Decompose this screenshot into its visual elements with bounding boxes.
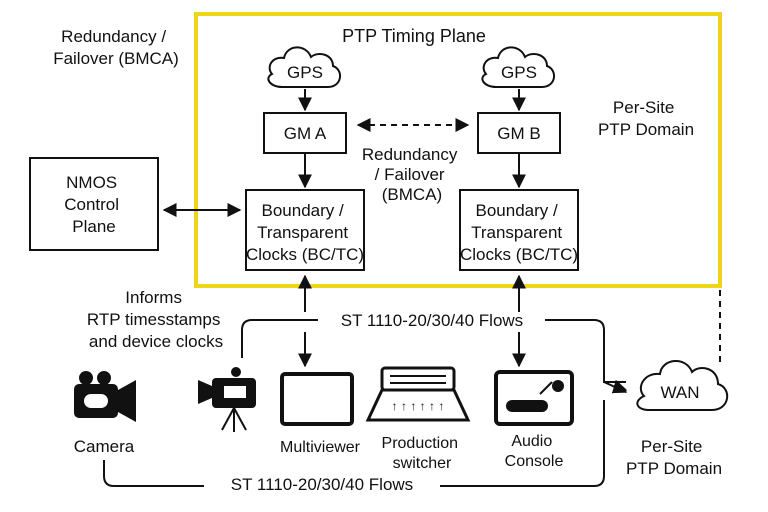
bc-tc-label-b: Boundary / Transparent Clocks (BC/TC) <box>460 201 578 264</box>
bc-tc-box-b <box>459 189 579 271</box>
flows-label-bottom: ST 1110-20/30/40 Flows <box>231 475 413 494</box>
gm-b-label: GM B <box>497 124 540 143</box>
camera-icon <box>74 371 136 422</box>
production-switcher-device: ↑ ↑ ↑ ↑ ↑ ↑ Production switcher <box>365 366 471 472</box>
multiviewer-device: Multiviewer <box>280 372 361 456</box>
audio-console-device: Audio Console <box>494 370 574 470</box>
ptp-timing-plane-border <box>194 12 722 288</box>
gm-b-box <box>477 112 561 154</box>
flow-loop-top <box>241 319 626 383</box>
gm-a-label: GM A <box>284 124 327 143</box>
svg-text:WAN: WAN <box>660 383 699 402</box>
monitor-icon <box>280 372 354 426</box>
bc-tc-box-a <box>245 189 365 271</box>
audio-console-icon <box>494 370 574 426</box>
gps-a-cloud: GPS <box>267 46 341 88</box>
per-site-domain-bottom: Per-Site PTP Domain <box>626 437 722 478</box>
ptp-timing-plane-title: PTP Timing Plane <box>342 26 486 46</box>
camera-device: Camera <box>74 371 136 456</box>
svg-text:GPS: GPS <box>501 63 537 82</box>
flows-label-top: ST 1110-20/30/40 Flows <box>341 311 523 330</box>
informs-note: Informs RTP timesstamps and device clock… <box>87 288 225 351</box>
wan-cloud: WAN <box>636 360 728 411</box>
switcher-icon: ↑ ↑ ↑ ↑ ↑ ↑ <box>365 366 471 422</box>
nmos-control-plane-label: NMOS Control Plane <box>64 173 124 236</box>
audio-console-label: Audio Console <box>505 433 564 470</box>
cloud-icon <box>267 46 341 88</box>
camera-label: Camera <box>74 437 135 456</box>
cloud-icon <box>636 360 728 411</box>
cloud-icon <box>481 46 555 88</box>
video-camera-tripod-icon <box>198 367 256 432</box>
svg-text:GPS: GPS <box>287 63 323 82</box>
redundancy-note-left: Redundancy / Failover (BMCA) <box>53 27 179 68</box>
flow-loop-bottom <box>103 400 605 487</box>
production-switcher-label: Production switcher <box>382 435 463 472</box>
bc-tc-label-a: Boundary / Transparent Clocks (BC/TC) <box>246 201 364 264</box>
multiviewer-label: Multiviewer <box>280 439 361 456</box>
nmos-control-plane-box <box>29 157 159 251</box>
svg-text:↑ ↑ ↑ ↑ ↑ ↑: ↑ ↑ ↑ ↑ ↑ ↑ <box>392 399 445 413</box>
redundancy-note-center: Redundancy / Failover (BMCA) <box>362 145 462 204</box>
gm-a-box <box>263 112 347 154</box>
gps-b-cloud: GPS <box>481 46 555 88</box>
per-site-domain-top: Per-Site PTP Domain <box>598 98 694 139</box>
